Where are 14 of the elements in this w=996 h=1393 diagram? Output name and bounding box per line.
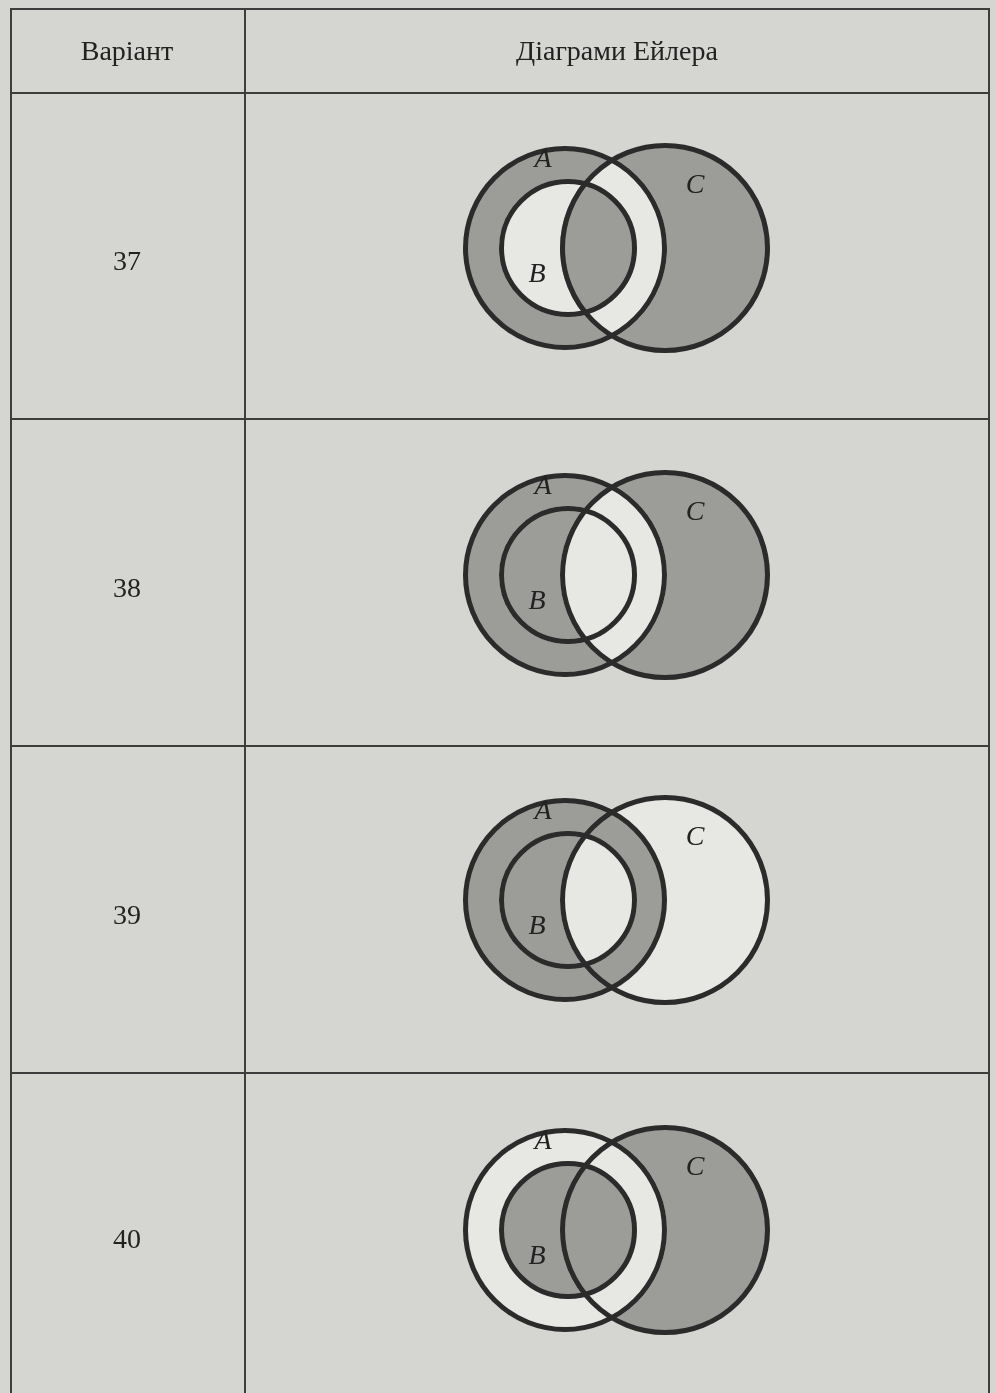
variant-number: 39 xyxy=(113,898,141,931)
column-header: Діаграми Ейлера xyxy=(516,35,718,67)
set-label: C xyxy=(685,497,705,525)
set-label: B xyxy=(528,911,546,939)
variant-number: 38 xyxy=(113,571,141,604)
set-label: B xyxy=(528,259,546,287)
set-label: C xyxy=(685,170,705,198)
set-label: B xyxy=(528,1241,546,1269)
set-label: B xyxy=(528,586,546,614)
set-label: C xyxy=(685,822,705,850)
variant-number: 37 xyxy=(113,245,141,277)
set-label: C xyxy=(685,1152,705,1180)
column-header: Варіант xyxy=(80,35,174,67)
variant-number: 40 xyxy=(113,1222,141,1255)
